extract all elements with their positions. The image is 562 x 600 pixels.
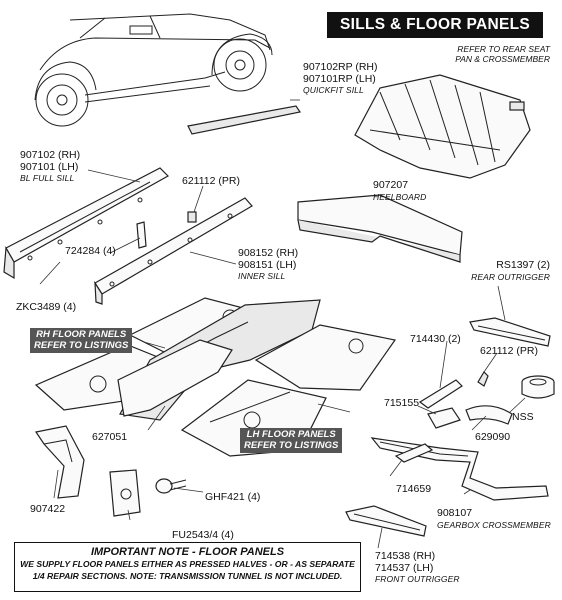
member-627051-part — [117, 339, 233, 417]
important-note-box: IMPORTANT NOTE - FLOOR PANELS WE SUPPLY … — [14, 542, 361, 592]
important-note-heading: IMPORTANT NOTE - FLOOR PANELS — [90, 546, 285, 558]
car-body-sketch — [34, 13, 273, 127]
part-724284-label: 724284 (4) — [65, 245, 116, 257]
quickfit-sill-lh: 907101RP (LH) — [303, 72, 376, 85]
plate-715155-part — [427, 407, 461, 429]
bolt-ghf421-part — [155, 478, 187, 494]
part-714659-label: 714659 — [396, 483, 432, 495]
lh-floor-tag-line-1: LH FLOOR PANELS — [246, 429, 336, 440]
nss-mount-part — [521, 375, 555, 399]
leader-lines — [39, 169, 526, 549]
full-sill-desc: BL FULL SILL — [20, 173, 75, 183]
part-715155-label: 715155 — [384, 397, 420, 409]
gearbox-crossmember-num: 908107 — [437, 507, 473, 519]
full-sill-lh: 907101 (LH) — [20, 160, 79, 173]
part-621112-top-label: 621112 (PR) — [182, 175, 240, 187]
rear-outrigger-num: RS1397 (2) — [496, 259, 550, 271]
zkc3489-label: ZKC3489 (4) — [16, 301, 77, 313]
front-outrigger-rh: 714538 (RH) — [375, 550, 436, 562]
rear-outrigger-label: RS1397 (2) REAR OUTRIGGER — [440, 259, 550, 282]
rear-seat-pan-part — [354, 74, 531, 179]
inner-sill-desc: INNER SILL — [238, 271, 286, 281]
clip-fu2543-part — [109, 469, 141, 517]
rear-seat-note-line-2: PAN & CROSSMEMBER — [455, 54, 550, 64]
bracket-714659-part — [394, 443, 434, 463]
heelboard-desc: HEELBOARD — [373, 191, 427, 202]
rh-floor-tag-line-1: RH FLOOR PANELS — [36, 329, 127, 340]
ghf421-label: GHF421 (4) — [205, 491, 261, 503]
inner-sill-part — [94, 197, 253, 305]
part-621112-right-label: 621112 (PR) — [480, 345, 538, 357]
bracket-714430-part — [418, 379, 463, 409]
quickfit-sill-label: 907102RP (RH) 907101RP (LH) QUICKFIT SIL… — [303, 61, 378, 95]
part-907422-label: 907422 — [30, 503, 66, 515]
rh-floor-tag-line-2: REFER TO LISTINGS — [34, 339, 129, 351]
lh-floor-tag-line-2: REFER TO LISTINGS — [244, 439, 339, 451]
heelboard-label: 907207 HEELBOARD — [373, 179, 427, 202]
mount-629090-part — [465, 405, 513, 425]
inner-sill-lh: 908151 (LH) — [238, 258, 297, 271]
part-629090-label: 629090 — [475, 431, 511, 443]
quickfit-sill-part — [187, 105, 301, 135]
bracket-621112-part — [187, 211, 197, 223]
rear-outrigger-part — [469, 317, 551, 347]
quickfit-sill-desc: QUICKFIT SILL — [303, 85, 364, 95]
lh-floor-panels-tag: LH FLOOR PANELS REFER TO LISTINGS — [240, 428, 343, 453]
inner-sill-label: 908152 (RH) 908151 (LH) INNER SILL — [238, 247, 299, 281]
front-outrigger-lh: 714537 (LH) — [375, 561, 434, 574]
full-sill-rh: 907102 (RH) — [20, 149, 81, 161]
gearbox-crossmember-desc: GEARBOX CROSSMEMBER — [437, 519, 551, 530]
front-outrigger-label: 714538 (RH) 714537 (LH) FRONT OUTRIGGER — [375, 550, 460, 584]
important-note-line-2: 1/4 REPAIR SECTIONS. NOTE: TRANSMISSION … — [32, 571, 343, 581]
heelboard-num: 907207 — [373, 179, 409, 191]
heelboard-part — [297, 194, 463, 263]
full-sill-part — [3, 167, 169, 280]
part-627051-label: 627051 — [92, 431, 128, 443]
inner-sill-rh: 908152 (RH) — [238, 247, 299, 259]
front-outrigger-desc: FRONT OUTRIGGER — [375, 574, 460, 584]
bracket-724284-part — [136, 221, 147, 249]
rear-seat-note: REFER TO REAR SEAT PAN & CROSSMEMBER — [430, 44, 550, 64]
fu2543-label: FU2543/4 (4) — [172, 529, 234, 541]
part-714430-label: 714430 (2) — [410, 333, 461, 345]
quickfit-sill-rh: 907102RP (RH) — [303, 61, 378, 73]
front-outrigger-part — [345, 505, 427, 537]
gearbox-crossmember-label: 908107 GEARBOX CROSSMEMBER — [437, 507, 551, 530]
page-title: SILLS & FLOOR PANELS — [327, 12, 543, 38]
important-note-line-1: WE SUPPLY FLOOR PANELS EITHER AS PRESSED… — [20, 559, 355, 569]
rear-outrigger-desc: REAR OUTRIGGER — [471, 271, 550, 282]
rh-floor-panels-tag: RH FLOOR PANELS REFER TO LISTINGS — [30, 328, 133, 353]
nss-label: NSS — [512, 411, 534, 423]
rear-seat-note-line-1: REFER TO REAR SEAT — [457, 44, 550, 54]
full-sill-label: 907102 (RH) 907101 (LH) BL FULL SILL — [20, 149, 81, 183]
bracket-907422-part — [35, 425, 85, 499]
